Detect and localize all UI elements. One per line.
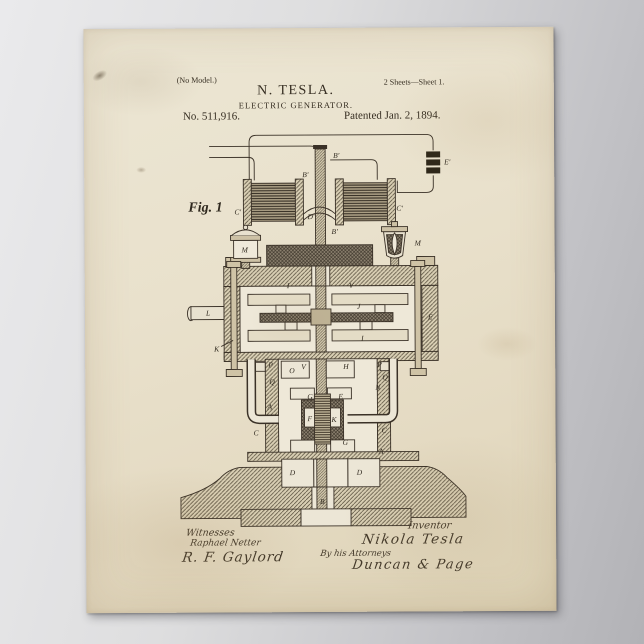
part-label: E' (443, 157, 451, 166)
part-label: M (414, 238, 422, 247)
attorneys-signature: Duncan & Page (351, 557, 476, 573)
part-label: B' (332, 227, 339, 236)
part-label: J (357, 302, 361, 311)
relief-valve (381, 222, 407, 266)
part-label: E (427, 312, 433, 321)
figure-label: Fig. 1 (187, 201, 222, 216)
capacitor-symbol (426, 151, 441, 174)
part-label: P (267, 360, 273, 369)
part-label: Q (269, 377, 275, 386)
part-label: G (343, 438, 349, 447)
part-label: F (306, 414, 312, 423)
side-pipe-right (347, 359, 393, 419)
machine-upper-body (224, 244, 438, 286)
left-coil (243, 179, 303, 225)
part-label: Q (382, 373, 388, 382)
part-label: A (378, 447, 384, 456)
figure-1-drawing: Fig. 1 B'B'B'C'C'D'E'MMIVJILEKPPOVHQQNAA… (83, 27, 556, 613)
patent-poster: (No Model.) 2 Sheets—Sheet 1. N. TESLA. … (83, 26, 557, 614)
inventor-heading: Inventor (407, 520, 453, 532)
part-label: M (241, 245, 249, 254)
part-label: P (376, 360, 382, 369)
side-pipe-left (251, 359, 278, 419)
part-label: C (254, 428, 260, 437)
witness-signature-1: Raphael Netter (189, 538, 262, 549)
pedestal-base (181, 451, 466, 526)
part-label: D' (306, 212, 314, 221)
part-label: I (360, 334, 364, 343)
witness-signature-2: R. F. Gaylord (181, 549, 285, 566)
part-label: A (266, 402, 272, 411)
part-label: V (349, 281, 355, 290)
part-label: D (356, 468, 363, 477)
part-label: B' (302, 170, 309, 179)
part-label: G (307, 392, 313, 401)
part-label: K (330, 415, 337, 424)
part-label: C' (234, 207, 241, 216)
part-label: C (382, 426, 388, 435)
part-label: I (286, 281, 290, 290)
oil-cup (231, 225, 261, 268)
part-label: O (289, 366, 295, 375)
witnesses-heading: Witnesses (185, 527, 236, 539)
part-label: B (320, 497, 325, 506)
coil-yoke-curves (303, 207, 335, 220)
part-label: B' (333, 151, 340, 160)
part-label: C' (396, 204, 403, 213)
part-label: V (301, 362, 307, 371)
part-label: D (289, 468, 296, 477)
part-label: N (374, 383, 381, 392)
part-label: H (342, 362, 349, 371)
part-label: L (205, 309, 210, 318)
right-coil (335, 179, 395, 225)
part-label: K (213, 345, 220, 354)
part-label: E (337, 392, 343, 401)
valve-section (253, 359, 393, 460)
inventor-signature: Nikola Tesla (361, 531, 466, 548)
